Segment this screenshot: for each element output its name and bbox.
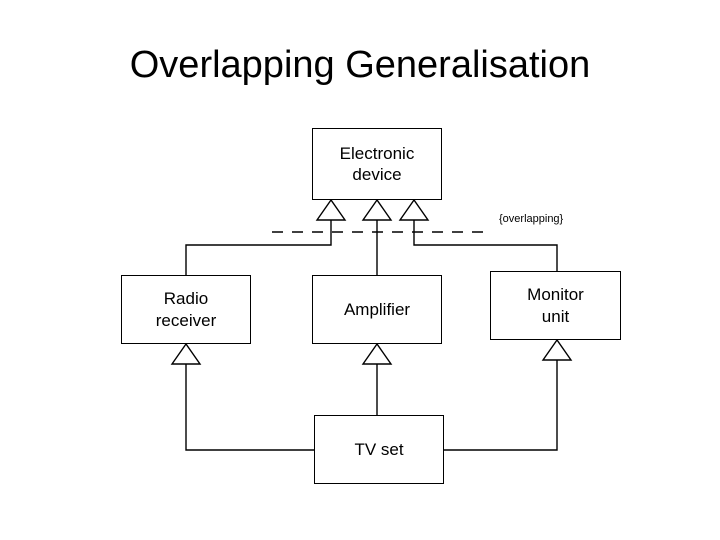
- class-box-electronic-device[interactable]: Electronic device: [312, 128, 442, 200]
- generalisation-arrow-tvset-to-amplifier: [361, 342, 393, 365]
- page-title: Overlapping Generalisation: [129, 44, 591, 86]
- generalisation-arrow-tvset-to-monitor-unit: [541, 338, 573, 361]
- class-box-monitor-unit[interactable]: Monitor unit: [490, 271, 621, 340]
- connector-tvset-to-radio-receiver: [185, 364, 314, 451]
- class-label-radio-receiver: Radio receiver: [155, 289, 217, 330]
- generalisation-arrow-radio-to-device: [315, 198, 347, 221]
- generalisation-arrow-tvset-to-radio-receiver: [170, 342, 202, 365]
- class-box-amplifier[interactable]: Amplifier: [312, 275, 442, 344]
- connector-device-to-monitor-unit: [413, 220, 558, 271]
- class-label-electronic-device: Electronic device: [339, 143, 415, 184]
- class-box-radio-receiver[interactable]: Radio receiver: [121, 275, 251, 344]
- class-label-tv-set: TV set: [354, 439, 404, 459]
- constraint-label-overlapping: {overlapping}: [499, 213, 564, 225]
- connector-device-to-radio-receiver: [185, 220, 332, 275]
- class-label-monitor-unit: Monitor unit: [527, 285, 584, 326]
- class-box-tv-set[interactable]: TV set: [314, 415, 444, 484]
- class-label-amplifier: Amplifier: [343, 299, 411, 319]
- generalisation-arrow-monitor-to-device: [398, 198, 430, 221]
- generalisation-arrow-amplifier-to-device: [361, 198, 393, 221]
- connector-tvset-to-monitor-unit: [444, 360, 558, 451]
